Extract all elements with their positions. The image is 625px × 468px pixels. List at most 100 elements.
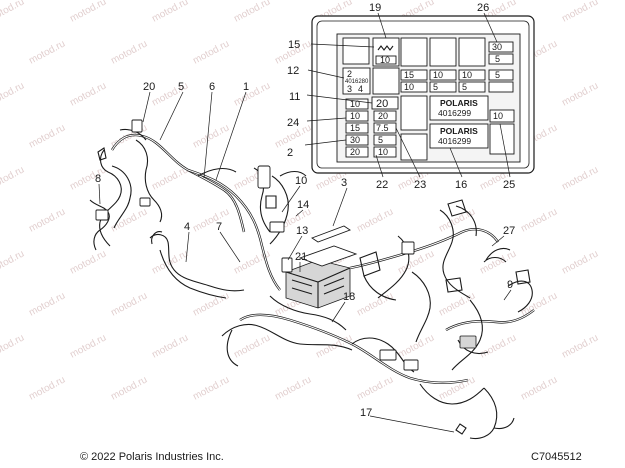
callout-23: 23: [414, 179, 426, 191]
callout-8: 8: [95, 173, 101, 185]
callout-21: 21: [295, 251, 307, 263]
fuse-30-b: 30: [492, 42, 502, 52]
watermark-text: motod.ru: [109, 38, 149, 66]
watermark-text: motod.ru: [191, 38, 231, 66]
watermark-text: motod.ru: [68, 248, 108, 276]
watermark-text: motod.ru: [27, 374, 67, 402]
watermark-text: motod.ru: [191, 374, 231, 402]
fuse-10-c: 10: [380, 55, 390, 65]
callout-5: 5: [178, 81, 184, 93]
watermark-text: motod.ru: [560, 164, 600, 192]
watermark-text: motod.ru: [150, 0, 190, 25]
watermark-text: motod.ru: [519, 374, 559, 402]
watermark-text: motod.ru: [150, 80, 190, 108]
watermark-text: motod.ru: [232, 80, 272, 108]
leader-lines: [98, 91, 512, 433]
polaris-relay-pn-1: 4016299: [438, 108, 471, 118]
watermark-text: motod.ru: [560, 0, 600, 25]
watermark-text: motod.ru: [0, 248, 26, 276]
callout-2: 2: [287, 147, 293, 159]
watermark-text: motod.ru: [68, 80, 108, 108]
fuse-7-5: 7.5: [376, 123, 389, 133]
callout-12: 12: [287, 65, 299, 77]
callout-20: 20: [143, 81, 155, 93]
watermark-text: motod.ru: [191, 206, 231, 234]
callout-6: 6: [209, 81, 215, 93]
polaris-relay-brand-2: POLARIS: [440, 126, 478, 136]
watermark-text: motod.ru: [27, 122, 67, 150]
fuse-15-b: 15: [404, 70, 414, 80]
fuse-20-c: 20: [378, 111, 388, 121]
watermark-text: motod.ru: [109, 374, 149, 402]
fuse-15-c: 15: [350, 123, 360, 133]
watermark-text: motod.ru: [27, 290, 67, 318]
watermark-text: motod.ru: [355, 374, 395, 402]
relay-label-4: 4: [358, 84, 363, 94]
relay-label-3: 3: [347, 84, 352, 94]
watermark-text: motod.ru: [0, 80, 26, 108]
fuse-5-c: 5: [495, 54, 500, 64]
fuse-20-b: 20: [376, 98, 388, 110]
callout-19: 19: [369, 2, 381, 14]
wiring-harness-drawing: [89, 119, 535, 440]
watermark-text: motod.ru: [68, 332, 108, 360]
diagram-id: C7045512: [531, 451, 582, 463]
fuse-10-f: 10: [433, 70, 443, 80]
watermark-text: motod.ru: [150, 332, 190, 360]
callout-9: 9: [507, 279, 513, 291]
watermark-text: motod.ru: [396, 332, 436, 360]
watermark-text: motod.ru: [109, 206, 149, 234]
watermark-text: motod.ru: [478, 248, 518, 276]
callout-3: 3: [341, 177, 347, 189]
callout-26: 26: [477, 2, 489, 14]
fuse-5-d: 5: [495, 70, 500, 80]
watermark-text: motod.ru: [27, 206, 67, 234]
callout-4: 4: [184, 221, 190, 233]
watermark-text: motod.ru: [478, 332, 518, 360]
fuse-10-e: 10: [404, 82, 414, 92]
callout-10: 10: [295, 175, 307, 187]
watermark-text: motod.ru: [191, 122, 231, 150]
fuse-10-h: 10: [493, 111, 503, 121]
callout-1: 1: [243, 81, 249, 93]
fuse-10-b: 10: [350, 111, 360, 121]
callout-15: 15: [288, 39, 300, 51]
callout-16: 16: [455, 179, 467, 191]
watermark-text: motod.ru: [109, 290, 149, 318]
watermark-text: motod.ru: [68, 164, 108, 192]
watermark-text: motod.ru: [560, 248, 600, 276]
polaris-relay-brand-1: POLARIS: [440, 98, 478, 108]
callout-27: 27: [503, 225, 515, 237]
copyright-text: © 2022 Polaris Industries Inc.: [80, 451, 224, 463]
callout-18: 18: [343, 291, 355, 303]
fuse-10-d: 10: [378, 147, 388, 157]
callout-11: 11: [289, 91, 300, 103]
watermark-text: motod.ru: [0, 332, 26, 360]
callout-numbers: 1 2 3 4 5 6 7 8 9 10 11 12 13 14 15 16 1…: [95, 2, 515, 419]
watermark-text: motod.ru: [273, 374, 313, 402]
watermark-text: motod.ru: [232, 332, 272, 360]
fuse-box-inset: 2 4016280 3 4 10 10 15 30 20 10 20 20 7.…: [304, 12, 535, 178]
watermark-text: motod.ru: [519, 206, 559, 234]
watermark-text: motod.ru: [437, 290, 477, 318]
callout-22: 22: [376, 179, 388, 191]
relay-label-2: 2: [347, 69, 352, 79]
callout-7: 7: [216, 221, 222, 233]
watermark-text: motod.ru: [27, 38, 67, 66]
fuse-5-a: 5: [378, 135, 383, 145]
watermark-text: motod.ru: [0, 164, 26, 192]
callout-24: 24: [287, 117, 299, 129]
watermark-text: motod.ru: [560, 332, 600, 360]
relay-part-number: 4016280: [345, 79, 369, 85]
watermark-text: motod.ru: [68, 0, 108, 25]
watermark-text: motod.ru: [560, 80, 600, 108]
watermark-text: motod.ru: [355, 206, 395, 234]
watermark-text: motod.ru: [519, 290, 559, 318]
watermark-text: motod.ru: [0, 0, 26, 25]
fuse-5-b: 5: [462, 82, 467, 92]
watermark-text: motod.ru: [232, 0, 272, 25]
callout-14: 14: [297, 199, 309, 211]
fuse-5-e: 5: [433, 82, 438, 92]
watermark-text: motod.ru: [355, 290, 395, 318]
